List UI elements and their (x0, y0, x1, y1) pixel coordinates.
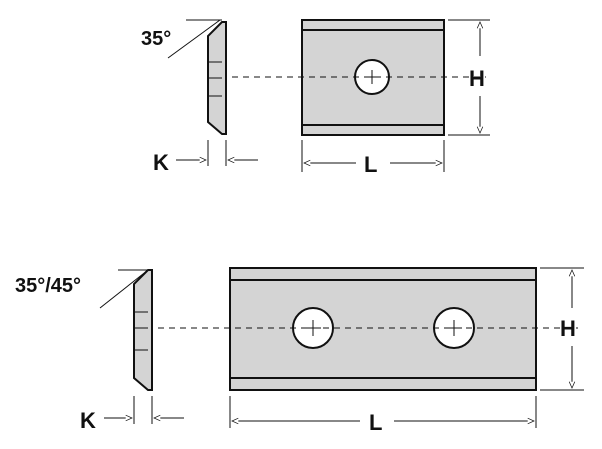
top-thickness-dimension (176, 140, 258, 166)
top-length-label: L (364, 152, 377, 177)
bottom-angle-label: 35°/45° (15, 275, 81, 297)
bottom-insert: 35°/45° K (15, 267, 584, 435)
top-angle-label: 35° (141, 28, 171, 50)
bottom-side-profile (133, 269, 153, 391)
bottom-length-dimension (229, 396, 537, 428)
top-insert: 35° K H (141, 19, 490, 177)
bottom-thickness-dimension (104, 396, 184, 424)
top-thickness-label: K (153, 150, 169, 175)
top-length-dimension (301, 140, 445, 172)
bottom-length-label: L (369, 410, 382, 435)
bottom-thickness-label: K (80, 408, 96, 433)
bottom-front-view (229, 267, 537, 391)
bottom-height-dimension (540, 267, 584, 391)
top-angle-line (167, 19, 221, 59)
top-height-label: H (469, 66, 485, 91)
top-height-dimension (448, 19, 490, 136)
bottom-angle-line (99, 269, 149, 309)
top-side-profile (207, 21, 227, 135)
top-screw-hole (354, 59, 390, 95)
bottom-height-label: H (560, 316, 576, 341)
